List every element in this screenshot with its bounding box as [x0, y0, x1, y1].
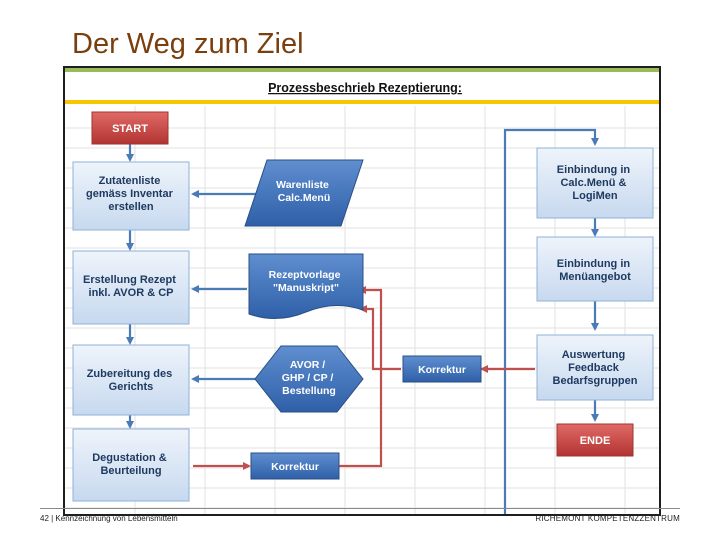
- red-arrows: [193, 286, 535, 470]
- warenliste-parallelogram: [244, 159, 364, 227]
- node-text-line: Einbindung in: [557, 258, 631, 270]
- banner-green-bar: [65, 68, 659, 72]
- einbindung-calc-box: [536, 147, 654, 219]
- node-text-line: erstellen: [108, 201, 154, 213]
- footer-page-info: 42 | Kennzeichnung von Lebensmitteln: [40, 514, 178, 523]
- start-box: [91, 111, 169, 145]
- node-text-line: AVOR /: [290, 359, 325, 371]
- node-text-line: Auswertung: [562, 349, 626, 361]
- node-text-line: Bedarfsgruppen: [553, 375, 638, 387]
- rezeptvorlage-document: [248, 253, 364, 319]
- banner-fill: [65, 72, 659, 100]
- node-text-line: "Manuskript": [273, 282, 339, 294]
- node-text-line: Bestellung: [282, 385, 336, 397]
- zubereitung-box: [72, 344, 190, 416]
- blue-arrows: [126, 128, 599, 514]
- auswertung-label: Auswertung Feedback Bedarfsgruppen: [553, 349, 638, 387]
- node-text-line: Zutatenliste: [99, 175, 161, 187]
- node-text-line: Korrektur: [271, 461, 319, 473]
- footer-organization: RICHEMONT KOMPETENZZENTRUM: [535, 514, 680, 523]
- node-text-line: Einbindung in: [557, 164, 631, 176]
- degustation-box: [72, 428, 190, 502]
- node-text-line: Degustation &: [92, 452, 167, 464]
- node-text-line: START: [112, 123, 148, 135]
- node-text-line: Feedback: [568, 362, 620, 374]
- korrektur-right-label: Korrektur: [418, 364, 466, 376]
- einbindung-menu-label: Einbindung in Menüangebot: [557, 258, 633, 283]
- degustation-label: Degustation & Beurteilung: [92, 452, 170, 477]
- rezeptvorlage-label: Rezeptvorlage "Manuskript": [269, 269, 344, 294]
- ende-box: [556, 423, 634, 457]
- zubereitung-label: Zubereitung des Gerichts: [87, 368, 176, 393]
- zutatenliste-box: [72, 161, 190, 231]
- auswertung-box: [536, 334, 654, 401]
- node-text-line: Korrektur: [418, 364, 466, 376]
- arrow-loop-to-einbindung: [503, 128, 599, 514]
- node-text-line: Warenliste: [276, 179, 329, 191]
- warenliste-label: Warenliste Calc.Menü: [276, 179, 332, 204]
- process-diagram: Prozessbeschrieb Rezeptierung: START: [65, 68, 659, 514]
- avor-label: AVOR / GHP / CP / Bestellung: [282, 359, 336, 397]
- node-text-line: Beurteilung: [100, 465, 161, 477]
- diagram-frame: Prozessbeschrieb Rezeptierung: START: [63, 66, 661, 516]
- erstellung-label: Erstellung Rezept inkl. AVOR & CP: [83, 274, 179, 299]
- korrektur-right-box: [402, 355, 482, 383]
- node-text-line: Zubereitung des: [87, 368, 173, 380]
- arrow-korrektur-avor: [359, 305, 401, 371]
- erstellung-box: [72, 250, 190, 325]
- node-text-line: inkl. AVOR & CP: [89, 287, 174, 299]
- node-text-line: Rezeptvorlage: [269, 269, 341, 281]
- korrektur-bottom-box: [250, 452, 340, 480]
- footer-divider: [40, 508, 680, 509]
- slide-title: Der Weg zum Ziel: [72, 28, 304, 60]
- ende-label: ENDE: [580, 435, 611, 447]
- node-text-line: ENDE: [580, 435, 611, 447]
- banner-yellow-bar: [65, 100, 659, 104]
- einbindung-calc-label: Einbindung in Calc.Menü & LogiMen: [557, 164, 633, 202]
- korrektur-bottom-label: Korrektur: [271, 461, 319, 473]
- node-text-line: gemäss Inventar: [86, 188, 174, 200]
- node-text-line: GHP / CP /: [282, 372, 334, 384]
- avor-hexagon: [254, 345, 364, 413]
- node-text-line: Erstellung Rezept: [83, 274, 176, 286]
- node-text-line: Calc.Menü: [278, 192, 331, 204]
- diagram-heading: Prozessbeschrieb Rezeptierung:: [268, 81, 462, 95]
- arrow-korrektur-rezeptvorlage: [339, 286, 383, 468]
- zutatenliste-label: Zutatenliste gemäss Inventar erstellen: [86, 175, 176, 213]
- node-text-line: Calc.Menü &: [560, 177, 626, 189]
- node-text-line: Menüangebot: [559, 271, 631, 283]
- start-label: START: [112, 123, 148, 135]
- einbindung-menu-box: [536, 236, 654, 302]
- node-text-line: Gerichts: [109, 381, 154, 393]
- node-text-line: LogiMen: [572, 190, 617, 202]
